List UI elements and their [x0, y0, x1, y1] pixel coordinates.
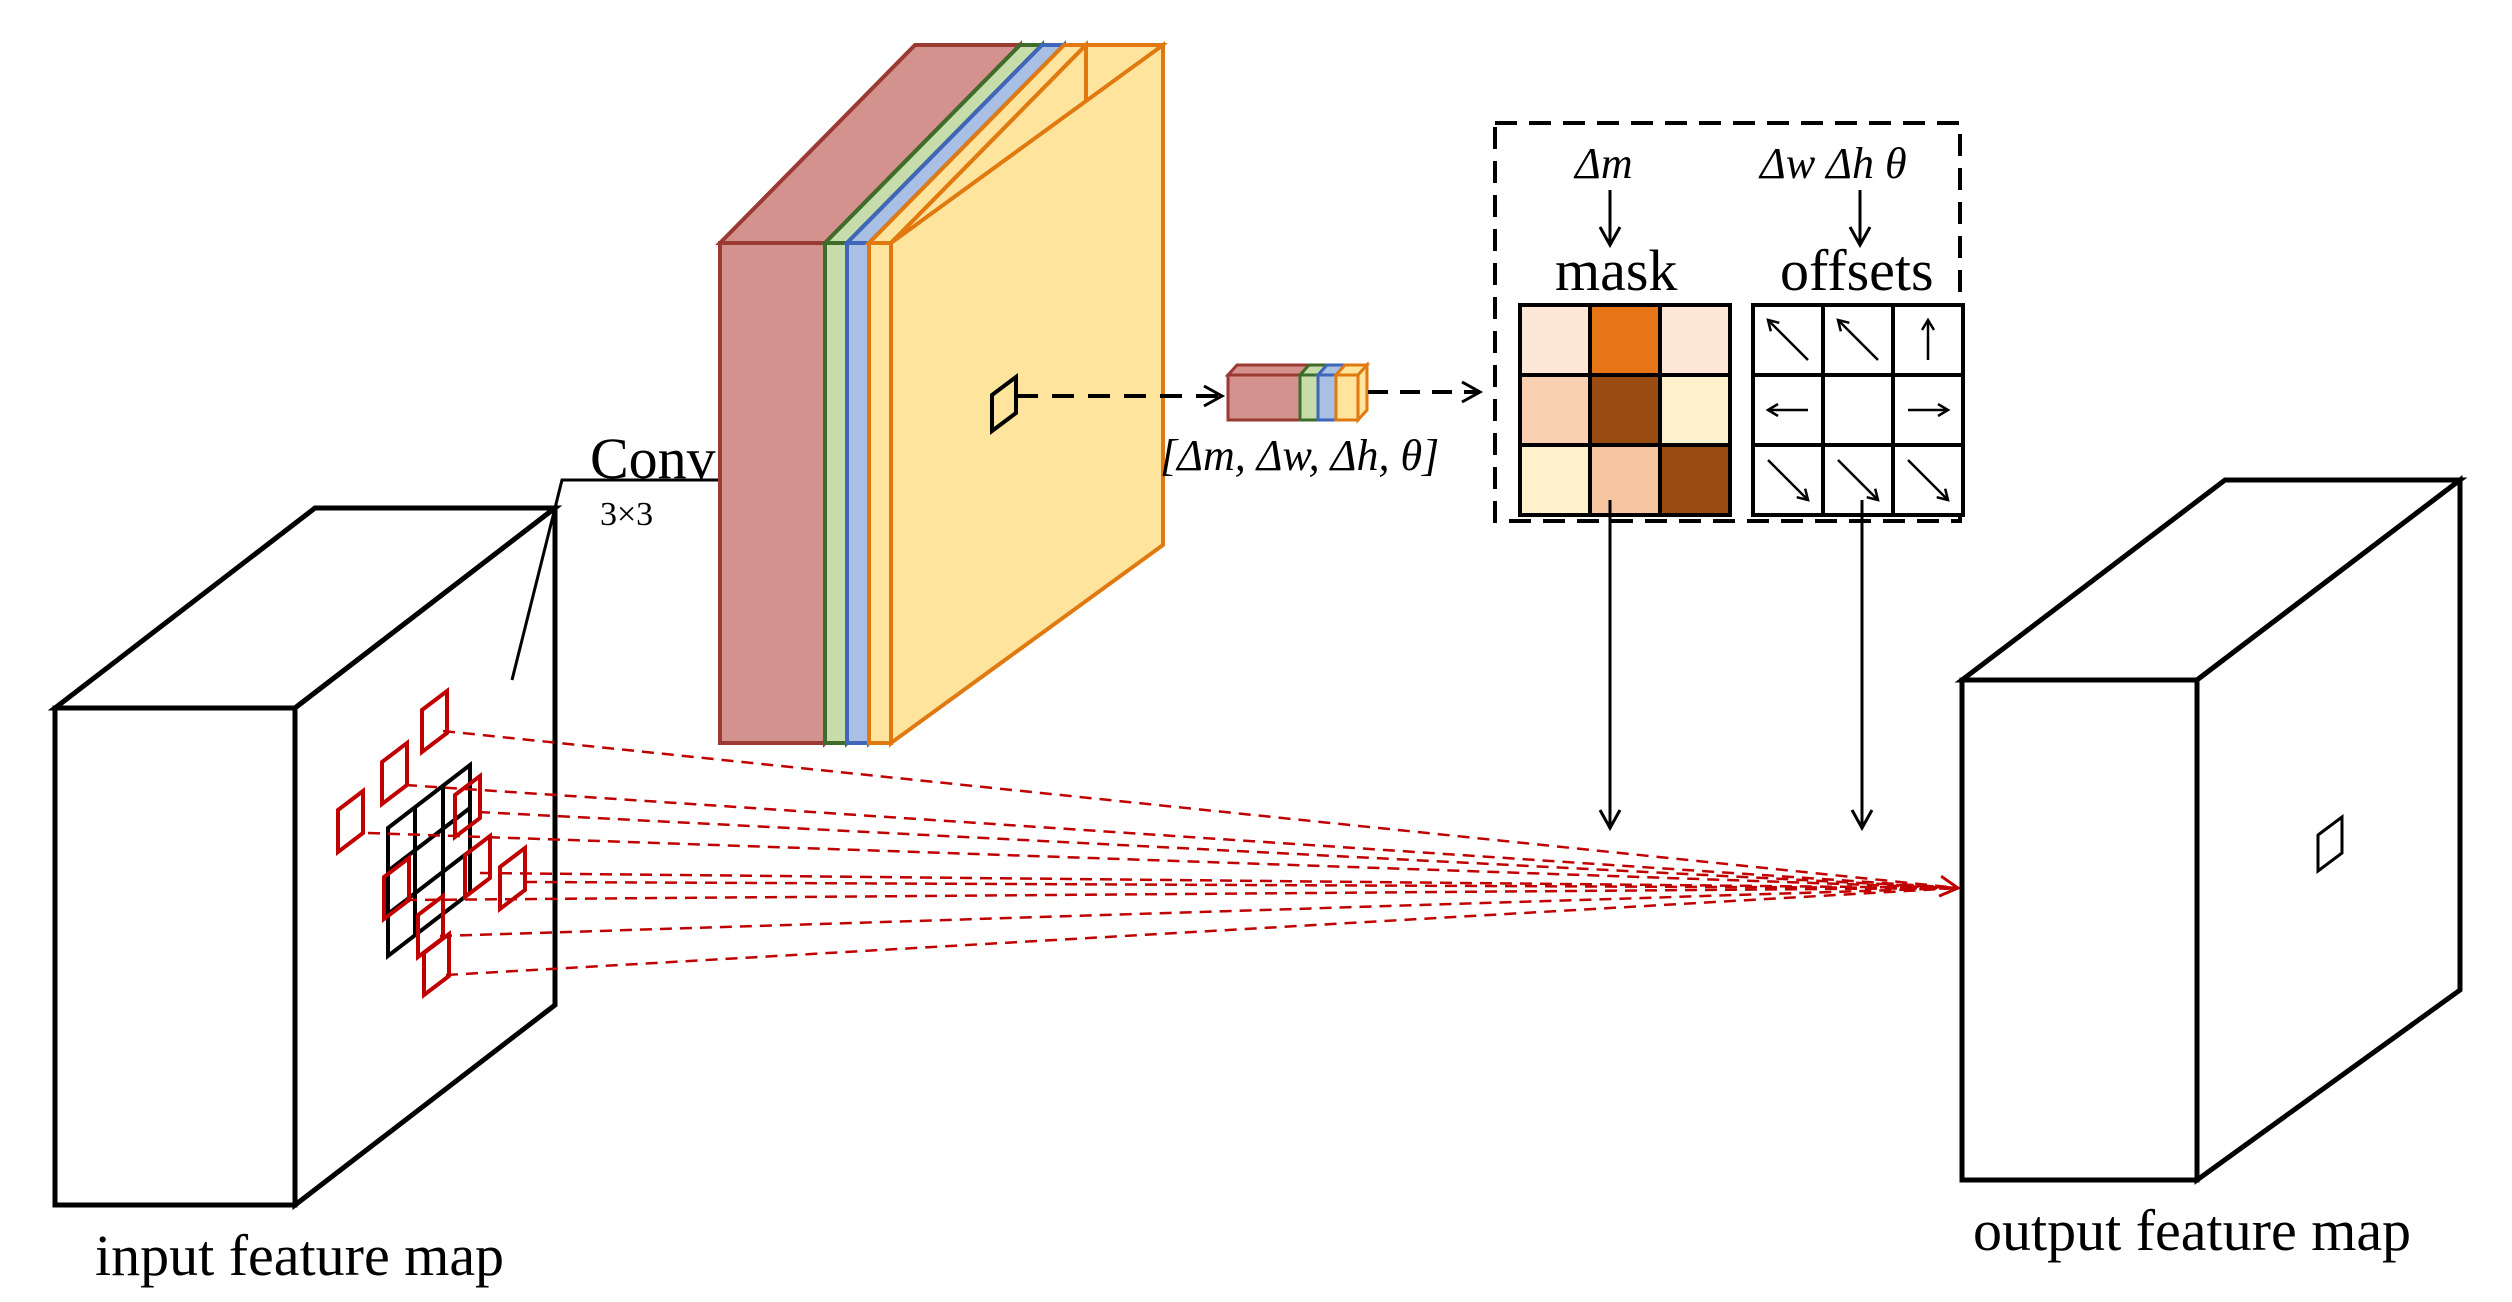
input-feature-map-cube [47, 502, 563, 1211]
output-feature-map-cube [1954, 474, 2468, 1185]
output-map-label: output feature map [1973, 1198, 2411, 1263]
projection-line [439, 886, 1959, 938]
sampling-square [463, 831, 492, 902]
mask-cell [1518, 443, 1592, 517]
mask-cell [1588, 373, 1662, 447]
sampling-square [420, 686, 449, 757]
sampling-projection-lines [367, 729, 1962, 977]
mask-cell [1658, 303, 1732, 377]
mask-cell [1518, 373, 1592, 447]
offset-arrow-icon [1907, 459, 1948, 500]
projection-line [404, 783, 1959, 890]
projection-line [445, 886, 1959, 977]
projection-line [442, 729, 1962, 898]
sampling-square [453, 771, 482, 842]
mask-cell [1518, 303, 1592, 377]
offsets-label: offsets [1780, 238, 1934, 303]
mask-label: mask [1555, 238, 1677, 303]
conv-label: Conv 3×3 [510, 426, 742, 681]
sampling-square [336, 786, 365, 857]
offset-arrow-icon [1767, 459, 1808, 500]
projection-line [404, 886, 1959, 902]
offset-arrow-icon [1768, 320, 1809, 361]
mask-grid [1518, 303, 1732, 517]
input-map-label: input feature map [95, 1223, 504, 1288]
offset-feature-stack [715, 40, 1168, 748]
offset-vector-bar [1224, 361, 1371, 424]
projection-line [367, 831, 1959, 890]
sampling-square [498, 843, 527, 914]
offset-cell [1821, 373, 1895, 447]
delta-m-label: Δm [1573, 139, 1633, 188]
offset-arrow-icon [1837, 459, 1878, 500]
conv-label-line1: Conv [590, 426, 716, 491]
mask-cell [1588, 303, 1662, 377]
output-pixel [2316, 814, 2344, 874]
mask-cell [1658, 443, 1732, 517]
mask-cell [1658, 373, 1732, 447]
selected-pixel [990, 373, 1018, 435]
offset-arrow-icon [1838, 320, 1879, 361]
projection-line [477, 810, 1959, 890]
vector-label: [Δm, Δw, Δh, θ] [1160, 431, 1439, 480]
delta-whtheta-label: Δw Δh θ [1758, 139, 1907, 188]
conv-label-line2: 3×3 [600, 496, 653, 533]
projection-line [479, 871, 1959, 890]
mask-cell [1588, 443, 1662, 517]
offsets-grid [1751, 303, 1965, 517]
